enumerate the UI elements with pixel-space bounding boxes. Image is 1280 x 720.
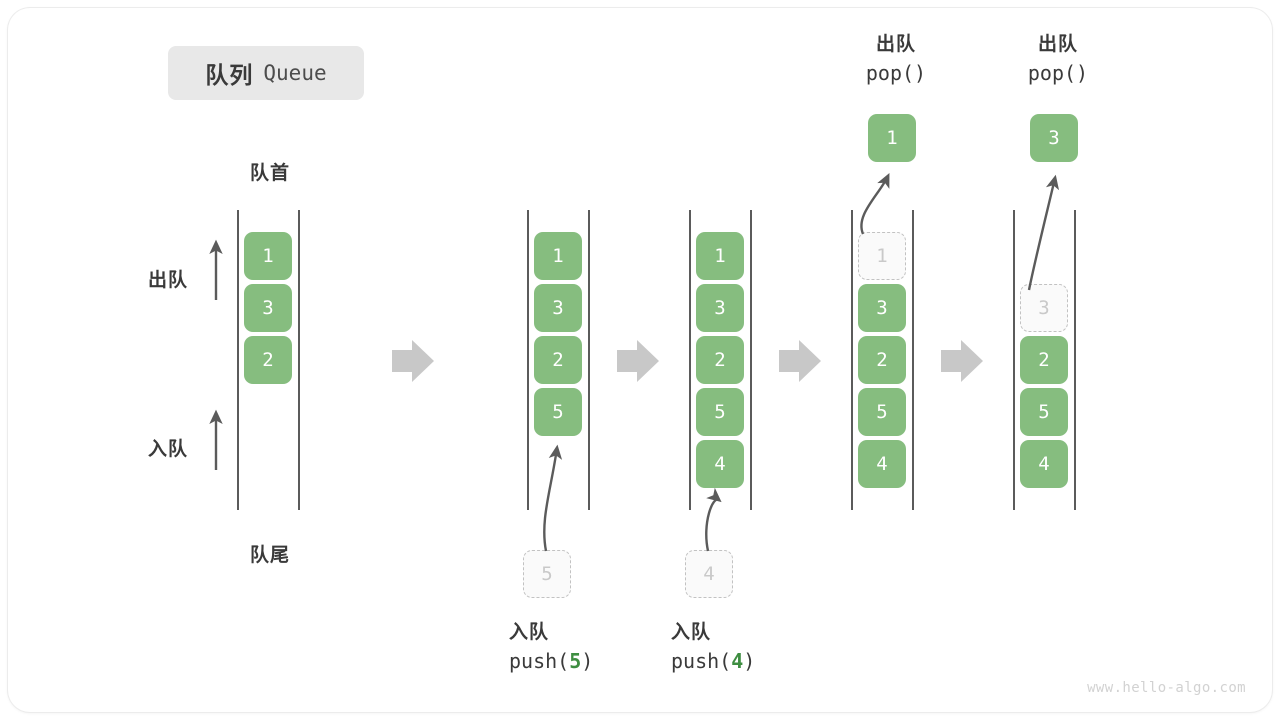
head-label: 队首 (250, 163, 291, 184)
queue-element: 3 (858, 284, 906, 332)
queue-element: 2 (1020, 336, 1068, 384)
queue-element: 5 (1020, 388, 1068, 436)
operation-code-value: 4 (731, 648, 744, 673)
tail-label: 队尾 (250, 545, 291, 566)
operation-code: push(5) (509, 647, 593, 675)
queue-element-removed: 1 (858, 232, 906, 280)
operation-code-suffix: ) (581, 648, 594, 673)
dequeue-label: 出队 (148, 270, 189, 291)
popped-element: 3 (1030, 114, 1078, 162)
queue-column-push-4: 1 3 2 5 4 4 入队 push(4) (667, 0, 827, 720)
incoming-ghost-element: 4 (685, 550, 733, 598)
operation-label-pop-3: 出队 pop() (998, 32, 1118, 87)
enqueue-label: 入队 (148, 439, 189, 460)
rail-right (1074, 210, 1076, 510)
queue-element: 4 (858, 440, 906, 488)
queue-element: 1 (696, 232, 744, 280)
operation-code-value: 5 (569, 648, 582, 673)
watermark: www.hello-algo.com (1087, 680, 1246, 696)
queue-element: 2 (534, 336, 582, 384)
queue-element: 2 (696, 336, 744, 384)
rail-left (237, 210, 239, 510)
queue-element: 5 (696, 388, 744, 436)
operation-name: 入队 (509, 622, 550, 643)
rail-right (588, 210, 590, 510)
queue-element: 1 (534, 232, 582, 280)
queue-element: 4 (1020, 440, 1068, 488)
queue-element: 5 (858, 388, 906, 436)
operation-code-prefix: push( (671, 648, 732, 673)
operation-code-prefix: push( (509, 648, 570, 673)
queue-element-removed: 3 (1020, 284, 1068, 332)
incoming-ghost-element: 5 (523, 550, 571, 598)
title-badge: 队列 Queue (168, 46, 364, 100)
queue-element: 3 (244, 284, 292, 332)
title-english: Queue (263, 61, 327, 85)
operation-code: pop() (865, 60, 927, 85)
operation-label-pop-1: 出队 pop() (836, 32, 956, 87)
rail-left (527, 210, 529, 510)
queue-column-pop-3: 出队 pop() 3 3 2 5 4 (991, 0, 1151, 720)
queue-element: 2 (858, 336, 906, 384)
operation-name: 入队 (671, 622, 712, 643)
popped-element: 1 (868, 114, 916, 162)
queue-column-initial: 队首 队尾 出队 入队 1 3 2 (148, 0, 375, 720)
rail-left (1013, 210, 1015, 510)
title-chinese: 队列 (205, 62, 254, 88)
operation-name: 出队 (1037, 34, 1078, 55)
queue-element-new: 4 (696, 440, 744, 488)
queue-element: 1 (244, 232, 292, 280)
queue-column-push-5: 1 3 2 5 5 入队 push(5) (505, 0, 665, 720)
rail-right (750, 210, 752, 510)
operation-code: push(4) (671, 647, 755, 675)
operation-label-push-5: 入队 push(5) (509, 620, 593, 675)
rail-right (912, 210, 914, 510)
rail-right (298, 210, 300, 510)
operation-code-suffix: ) (743, 648, 756, 673)
queue-element-new: 5 (534, 388, 582, 436)
queue-column-pop-1: 出队 pop() 1 1 3 2 5 4 (829, 0, 989, 720)
operation-code: pop() (1027, 60, 1089, 85)
queue-element: 3 (534, 284, 582, 332)
operation-label-push-4: 入队 push(4) (671, 620, 755, 675)
rail-left (689, 210, 691, 510)
queue-element: 2 (244, 336, 292, 384)
rail-left (851, 210, 853, 510)
operation-name: 出队 (875, 34, 916, 55)
queue-element: 3 (696, 284, 744, 332)
